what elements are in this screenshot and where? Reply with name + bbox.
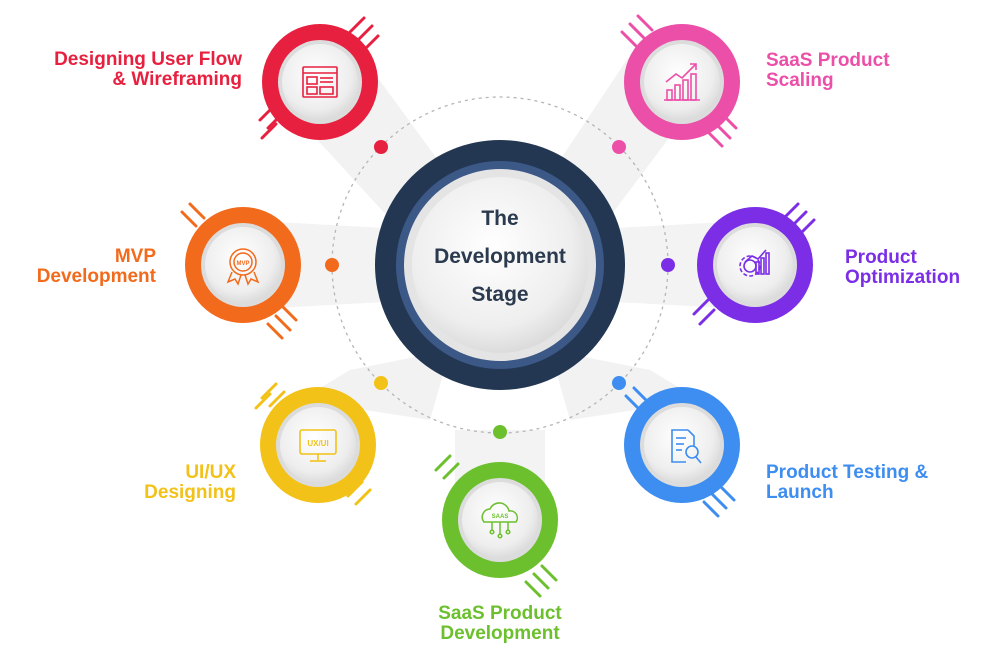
- orbit-dot-wireframing: [374, 140, 388, 154]
- uxui-badge-text: UX/UI: [307, 439, 328, 448]
- label-uiux: UI/UX Designing: [60, 463, 236, 503]
- label-optimization: Product Optimization: [845, 248, 995, 288]
- document-search-icon: [671, 429, 702, 464]
- label-testing-line1: Product Testing &: [766, 462, 929, 483]
- gear-chart-icon: [739, 249, 770, 277]
- orbit-dot-mvp: [325, 258, 339, 272]
- node-wireframing: [258, 16, 380, 140]
- label-uiux-line2: Designing: [144, 482, 236, 503]
- label-scaling-line2: Scaling: [766, 70, 834, 91]
- node-uiux: UX/UI: [254, 382, 376, 506]
- label-mvp-line2: Development: [36, 266, 156, 287]
- saas-cloud-icon: [481, 502, 519, 539]
- mvp-badge-icon: [226, 248, 260, 286]
- label-testing: Product Testing & Launch: [766, 463, 991, 503]
- label-wireframing: Designing User Flow & Wireframing: [10, 50, 242, 90]
- label-testing-line2: Launch: [766, 482, 834, 503]
- label-optimization-line1: Product: [845, 247, 917, 268]
- center-hub: [375, 140, 625, 390]
- label-wireframing-line1: Designing User Flow: [54, 49, 242, 70]
- node-mvp: MVP: [180, 202, 301, 340]
- orbit-dot-uiux: [374, 376, 388, 390]
- orbit-dot-testing: [612, 376, 626, 390]
- node-development: SAAS: [434, 454, 558, 598]
- label-mvp-line1: MVP: [114, 246, 156, 267]
- label-development: SaaS Product Development: [380, 604, 620, 644]
- mvp-badge-text: MVP: [236, 261, 249, 267]
- label-scaling: SaaS Product Scaling: [766, 51, 986, 91]
- label-uiux-line1: UI/UX: [185, 462, 236, 483]
- monitor-icon: [299, 429, 337, 462]
- center-title-line1: The: [481, 207, 519, 230]
- node-optimization: [692, 202, 816, 326]
- orbit-dot-optimization: [661, 258, 675, 272]
- center-title-line2: Development: [434, 245, 566, 268]
- label-development-line2: Development: [440, 623, 560, 644]
- label-wireframing-line2: & Wireframing: [112, 69, 242, 90]
- growth-chart-icon: [664, 63, 700, 101]
- wireframe-layout-icon: [302, 66, 338, 98]
- center-title-line3: Stage: [471, 283, 529, 306]
- orbit-dot-scaling: [612, 140, 626, 154]
- saas-badge-text: SAAS: [492, 514, 509, 520]
- orbit-dot-development: [493, 425, 507, 439]
- label-scaling-line1: SaaS Product: [766, 50, 890, 71]
- label-development-line1: SaaS Product: [438, 603, 562, 624]
- label-mvp: MVP Development: [10, 247, 156, 287]
- label-optimization-line2: Optimization: [845, 267, 961, 288]
- center-title: The Development Stage: [400, 200, 600, 314]
- node-testing: [624, 386, 740, 518]
- orbit-dots: [325, 140, 675, 439]
- node-scaling: [620, 14, 740, 148]
